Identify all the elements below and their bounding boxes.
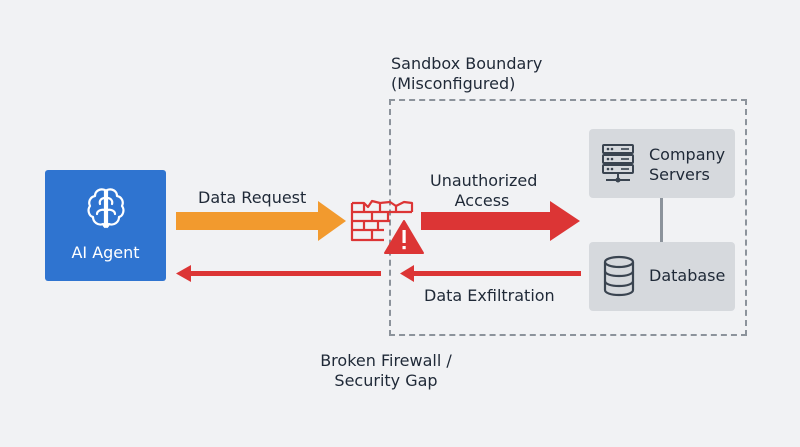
exfiltration-arrow-outer: [176, 265, 381, 282]
data-request-arrow: [176, 201, 346, 241]
servers-line1: Company: [649, 145, 726, 164]
firewall-caption-line2: Security Gap: [334, 371, 438, 390]
data-exfiltration-label: Data Exfiltration: [424, 286, 555, 305]
sandbox-title-line2: (Misconfigured): [391, 74, 516, 93]
brain-icon: [87, 188, 125, 229]
servers-line2: Servers: [649, 165, 710, 184]
database-node[interactable]: Database: [589, 242, 735, 311]
servers-database-link: [660, 198, 663, 242]
company-servers-node[interactable]: Company Servers: [589, 129, 735, 198]
company-servers-label: Company Servers: [649, 145, 733, 185]
warning-icon: [384, 220, 424, 254]
sandbox-title: Sandbox Boundary (Misconfigured): [391, 54, 542, 94]
firewall-caption: Broken Firewall / Security Gap: [300, 351, 472, 391]
sandbox-boundary: [389, 99, 747, 336]
firewall-icon: [350, 199, 414, 242]
exfiltration-arrow-inner: [400, 265, 581, 282]
sandbox-title-line1: Sandbox Boundary: [391, 54, 543, 73]
ai-agent-label: AI Agent: [71, 243, 140, 262]
unauthorized-access-arrow: [421, 201, 580, 241]
firewall-caption-line1: Broken Firewall /: [320, 351, 452, 370]
data-request-label: Data Request: [198, 188, 307, 207]
ai-agent-node[interactable]: AI Agent: [45, 170, 166, 281]
server-rack-icon: [602, 144, 634, 183]
database-icon: [603, 255, 635, 297]
unauthorized-access-label: Unauthorized Access: [430, 171, 538, 211]
unauthorized-line1: Unauthorized: [430, 171, 538, 190]
unauthorized-line2: Access: [454, 191, 510, 210]
database-label: Database: [649, 266, 726, 285]
